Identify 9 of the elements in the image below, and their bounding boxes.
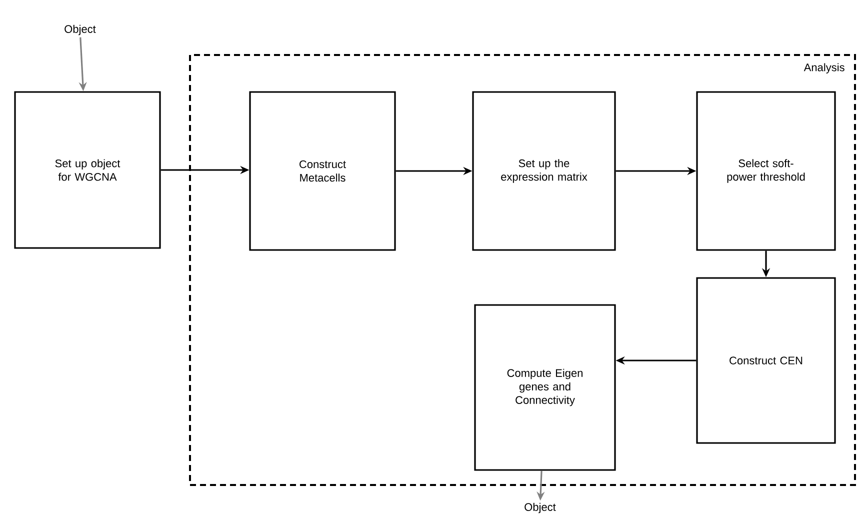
process-box: Construct Metacells: [249, 91, 396, 251]
process-box: Construct CEN: [696, 277, 836, 444]
process-box: Set up object for WGCNA: [14, 91, 161, 249]
region-label: Analysis: [804, 63, 844, 74]
process-box: Select soft-power threshold: [696, 91, 836, 251]
process-box: Compute Eigen genes and Connectivity: [474, 304, 616, 471]
process-box: Set up the expression matrix: [472, 91, 616, 251]
source-label: Object: [524, 502, 556, 514]
source-label: Object: [64, 24, 96, 36]
